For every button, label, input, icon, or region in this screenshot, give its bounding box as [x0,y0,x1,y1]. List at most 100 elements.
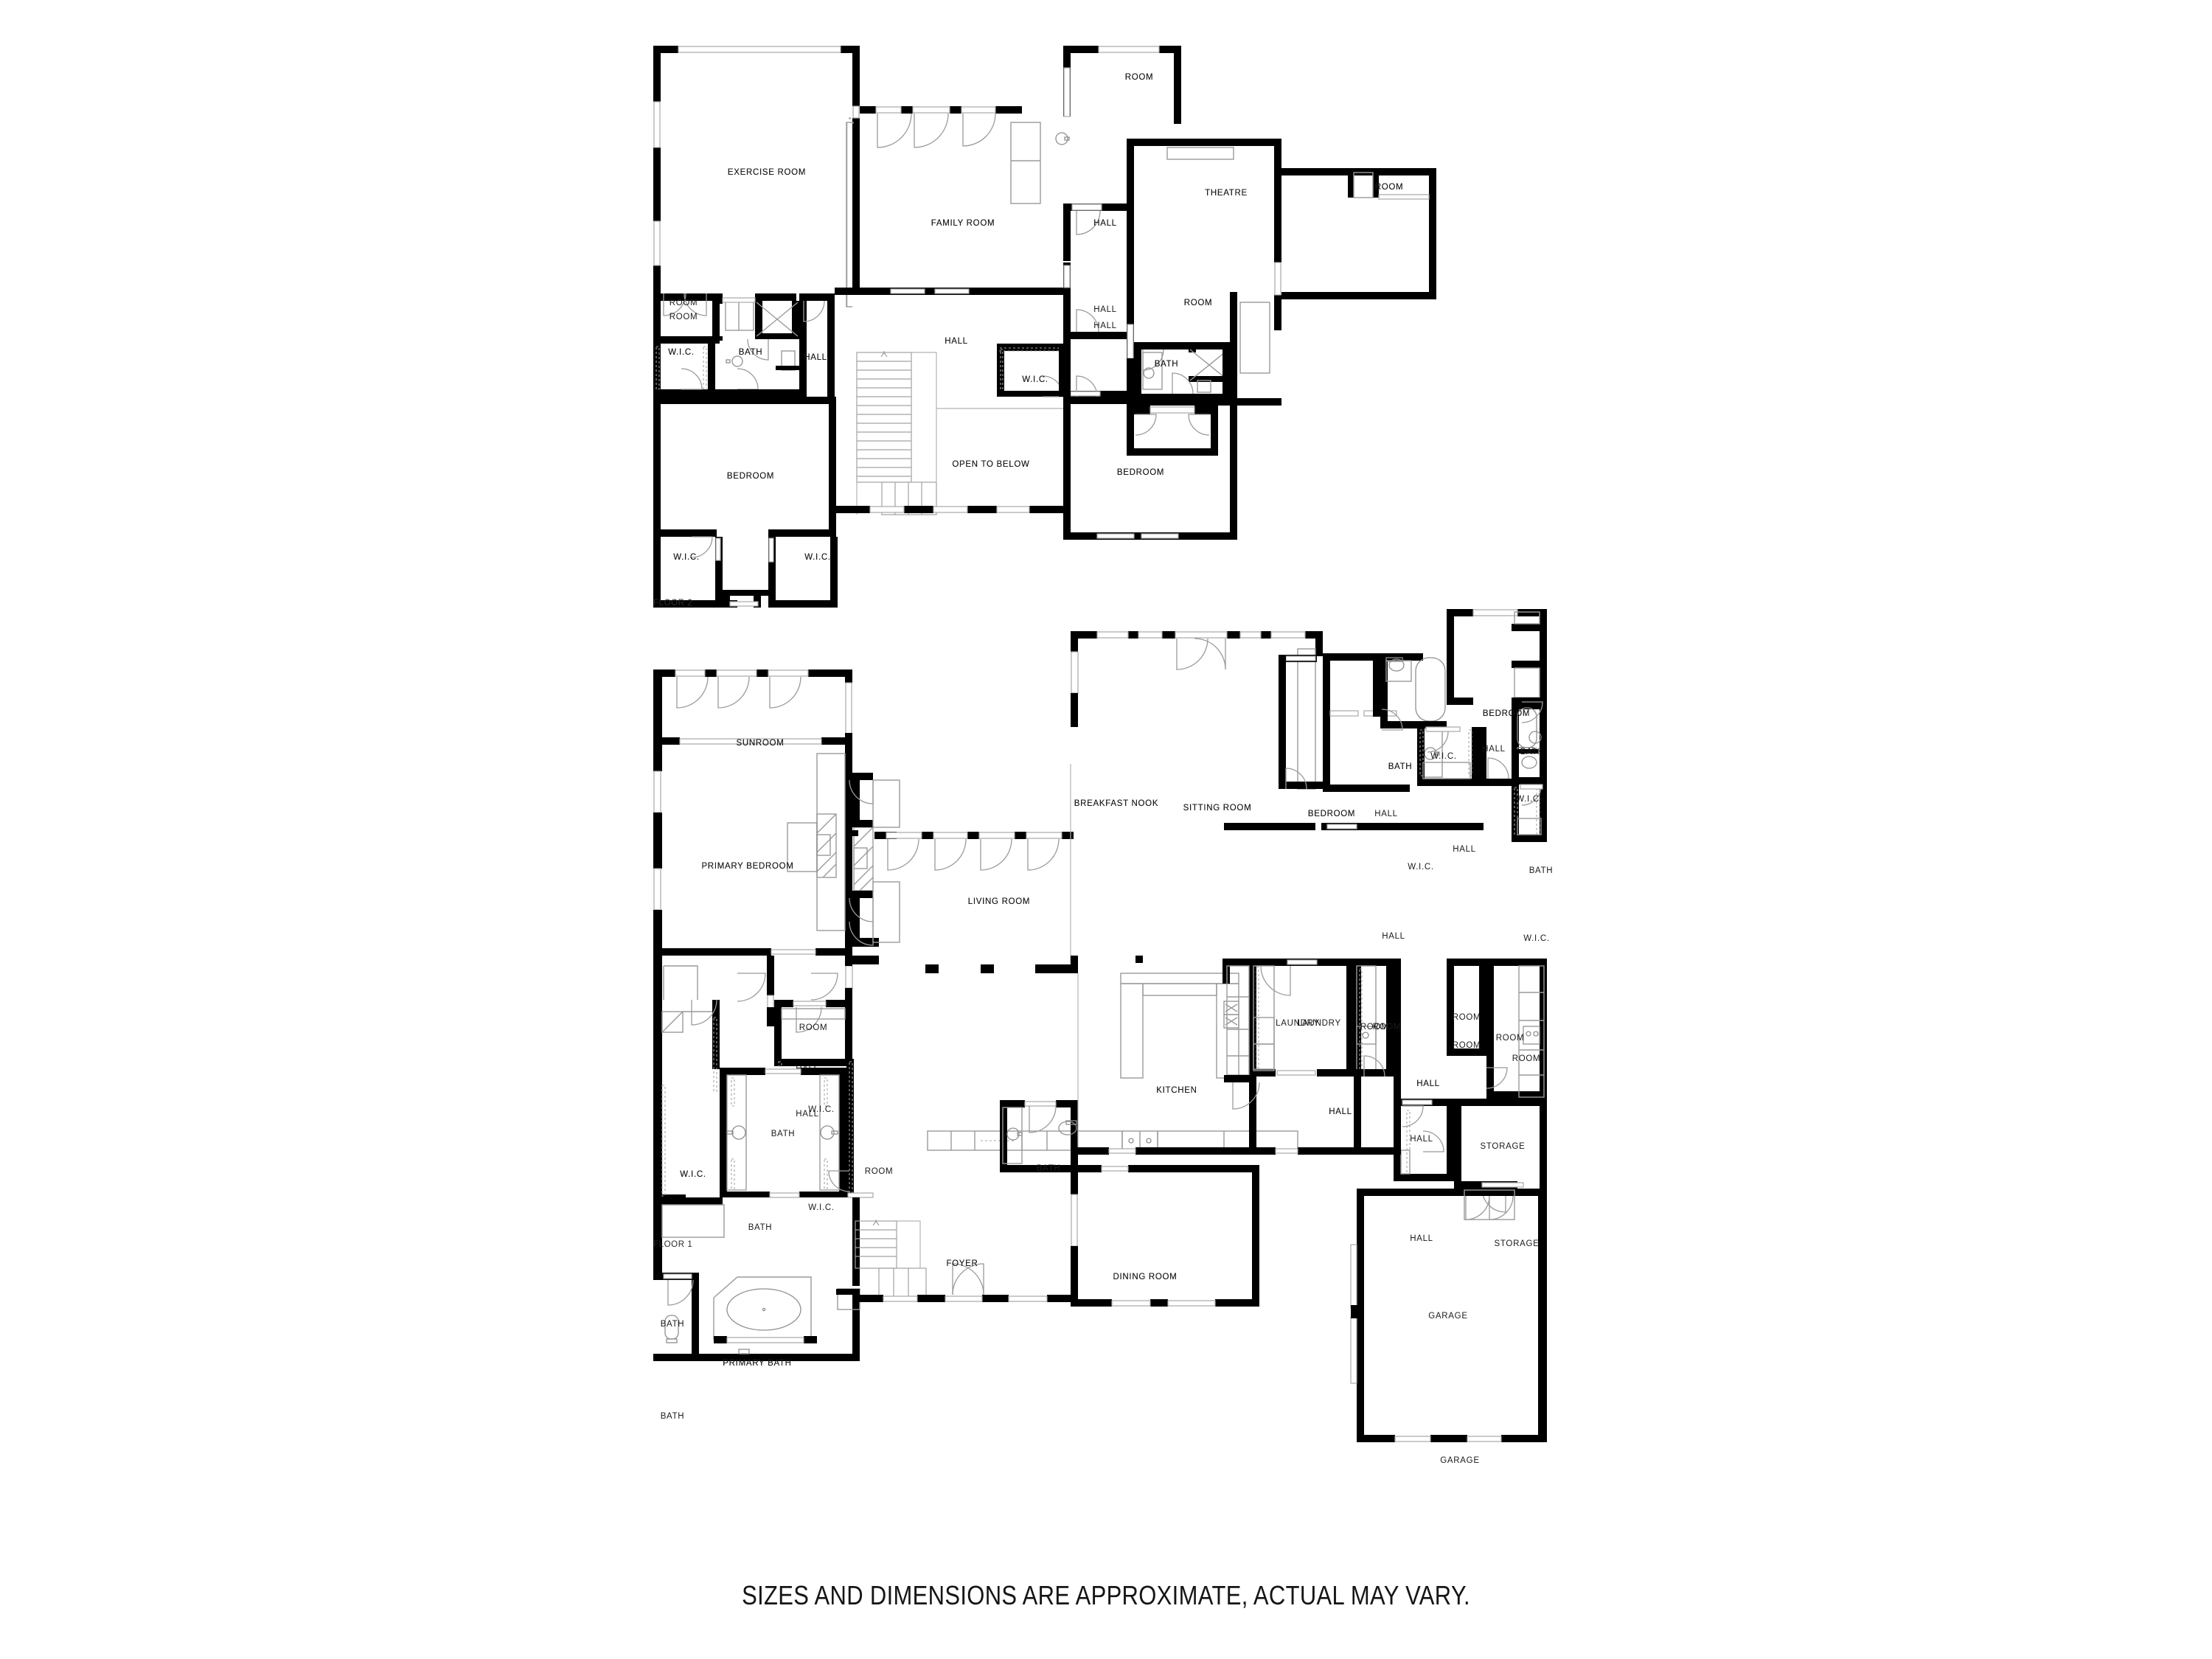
room-label: BATH [1388,762,1413,771]
room-label: LIVING ROOM [968,897,1030,906]
floor-1-room-labels: SUNROOM PRIMARY BEDROOM LIVING ROOM BREAKFA… [661,709,1554,1465]
room-label: BEDROOM [1117,468,1164,477]
room-label: ROOM [1453,1041,1481,1050]
svg-text:W.I.C.: W.I.C. [808,1105,835,1114]
svg-text:HALL: HALL [945,337,968,346]
room-label: W.I.C. [1408,863,1434,872]
svg-text:BATH: BATH [1037,1164,1061,1173]
svg-text:FAMILY ROOM: FAMILY ROOM [931,219,995,228]
room-label: HALL [1410,1234,1433,1243]
floor-2-walls: EXERCISE ROOM FAMILY ROOM [653,46,1436,608]
room-label: W.I.C. [804,553,831,562]
room-label: BREAKFAST NOOK [1074,799,1158,808]
room-label: GARAGE [1440,1456,1479,1465]
svg-text:HALL: HALL [1482,745,1506,754]
room-label: KITCHEN [1156,1086,1197,1095]
svg-text:BATH: BATH [661,1320,685,1329]
room-label: HALL [1093,219,1117,228]
svg-text:KITCHEN: KITCHEN [1156,1086,1197,1095]
svg-text:W.I.C.: W.I.C. [804,553,831,562]
room-label: BATH [748,1223,773,1232]
svg-text:PRIMARY BATH: PRIMARY BATH [723,1359,791,1368]
svg-text:BEDROOM: BEDROOM [1117,468,1164,477]
svg-text:THEATRE: THEATRE [1205,189,1248,198]
room-label: W.I.C. [1523,934,1550,943]
room-label: SUNROOM [737,739,785,748]
room-label: HALL [1093,321,1117,330]
svg-text:W.I.C.: W.I.C. [1430,752,1457,761]
room-label: W.I.C. [808,1203,835,1212]
svg-text:BATH: BATH [1155,360,1179,369]
room-label: PRIMARY BEDROOM [701,862,793,871]
svg-text:BATH: BATH [1388,762,1413,771]
svg-text:BEDROOM: BEDROOM [727,472,774,481]
svg-text:BEDROOM: BEDROOM [1308,810,1355,818]
room-label: FOYER [946,1259,978,1268]
room-label: BEDROOM [727,472,774,481]
floor-2-group: EXERCISE ROOM FAMILY ROOM [653,46,1436,608]
room-label: BEDROOM [1483,709,1530,718]
room-label: BATH [1155,360,1179,369]
room-label: W.I.C. [1022,375,1048,384]
room-label: ROOM [865,1167,894,1176]
svg-text:BREAKFAST NOOK: BREAKFAST NOOK [1074,799,1158,808]
floor-1-group: SUNROOM PRIMARY BEDROOM [653,609,1547,1442]
room-label: HALL [945,337,968,346]
room-label: W.I.C. [680,1170,706,1179]
svg-text:HALL: HALL [804,353,827,362]
room-label: BATH [739,348,763,357]
svg-text:HALL: HALL [1410,1135,1433,1144]
room-label: STORAGE [1495,1239,1540,1248]
svg-text:DINING ROOM: DINING ROOM [1113,1273,1178,1281]
svg-text:ROOM: ROOM [1496,1034,1525,1043]
svg-text:W.I.C.: W.I.C. [673,553,700,562]
svg-text:OPEN TO BELOW: OPEN TO BELOW [952,460,1029,469]
room-label: BATH [661,1412,685,1421]
room-label: ROOM [1512,1054,1541,1063]
room-label: ROOM [1373,1023,1402,1032]
svg-text:W.I.C.: W.I.C. [668,348,695,357]
svg-text:HALL: HALL [1374,810,1398,818]
floor-1-walls: SUNROOM PRIMARY BEDROOM [653,609,1547,1442]
svg-text:SITTING ROOM: SITTING ROOM [1183,804,1252,813]
room-label: ROOM [1125,73,1154,82]
room-label: W.I.C. [673,553,700,562]
room-label: HALL [804,353,827,362]
room-label: HALL [1453,845,1476,854]
room-label: HALL [1329,1107,1352,1116]
svg-text:ROOM: ROOM [1125,73,1154,82]
room-label: PRIMARY BATH [723,1359,791,1368]
disclaimer-text: SIZES AND DIMENSIONS ARE APPROXIMATE, AC… [742,1580,1470,1610]
svg-text:HALL: HALL [1093,305,1117,314]
svg-text:HALL: HALL [1416,1079,1440,1088]
svg-text:ROOM: ROOM [1453,1013,1481,1022]
room-label: HALL [796,1110,819,1119]
room-label: W.I.C. [668,348,695,357]
room-label: EXERCISE ROOM [728,168,806,177]
room-label: FAMILY ROOM [931,219,995,228]
svg-text:ROOM: ROOM [669,313,698,321]
room-label: BATH [1529,866,1554,875]
room-label: ROOM [1184,299,1213,307]
svg-text:EXERCISE ROOM: EXERCISE ROOM [728,168,806,177]
svg-text:ROOM: ROOM [1360,1023,1389,1032]
svg-text:STORAGE: STORAGE [1481,1142,1526,1151]
room-label: ROOM [1375,183,1404,192]
floor-2-room-labels: EXERCISE ROOM FAMILY ROOM ROOM THEATRE ROOM H… [668,73,1404,562]
room-label: DINING ROOM [1113,1273,1178,1281]
room-label: HALL [1416,1079,1440,1088]
svg-text:ROOM: ROOM [1184,299,1213,307]
floor-2-label: FLOOR 2 [653,599,692,608]
svg-text:LAUNDRY: LAUNDRY [1276,1019,1320,1028]
svg-text:BATH: BATH [1520,748,1545,757]
svg-text:HALL: HALL [1093,219,1117,228]
svg-text:ROOM: ROOM [799,1023,828,1032]
room-label: THEATRE [1205,189,1248,198]
floor-1-label: FLOOR 1 [653,1240,692,1249]
svg-text:W.I.C.: W.I.C. [680,1170,706,1179]
room-label: SITTING ROOM [1183,804,1252,813]
svg-text:W.I.C.: W.I.C. [1022,375,1048,384]
room-label: OPEN TO BELOW [952,460,1029,469]
